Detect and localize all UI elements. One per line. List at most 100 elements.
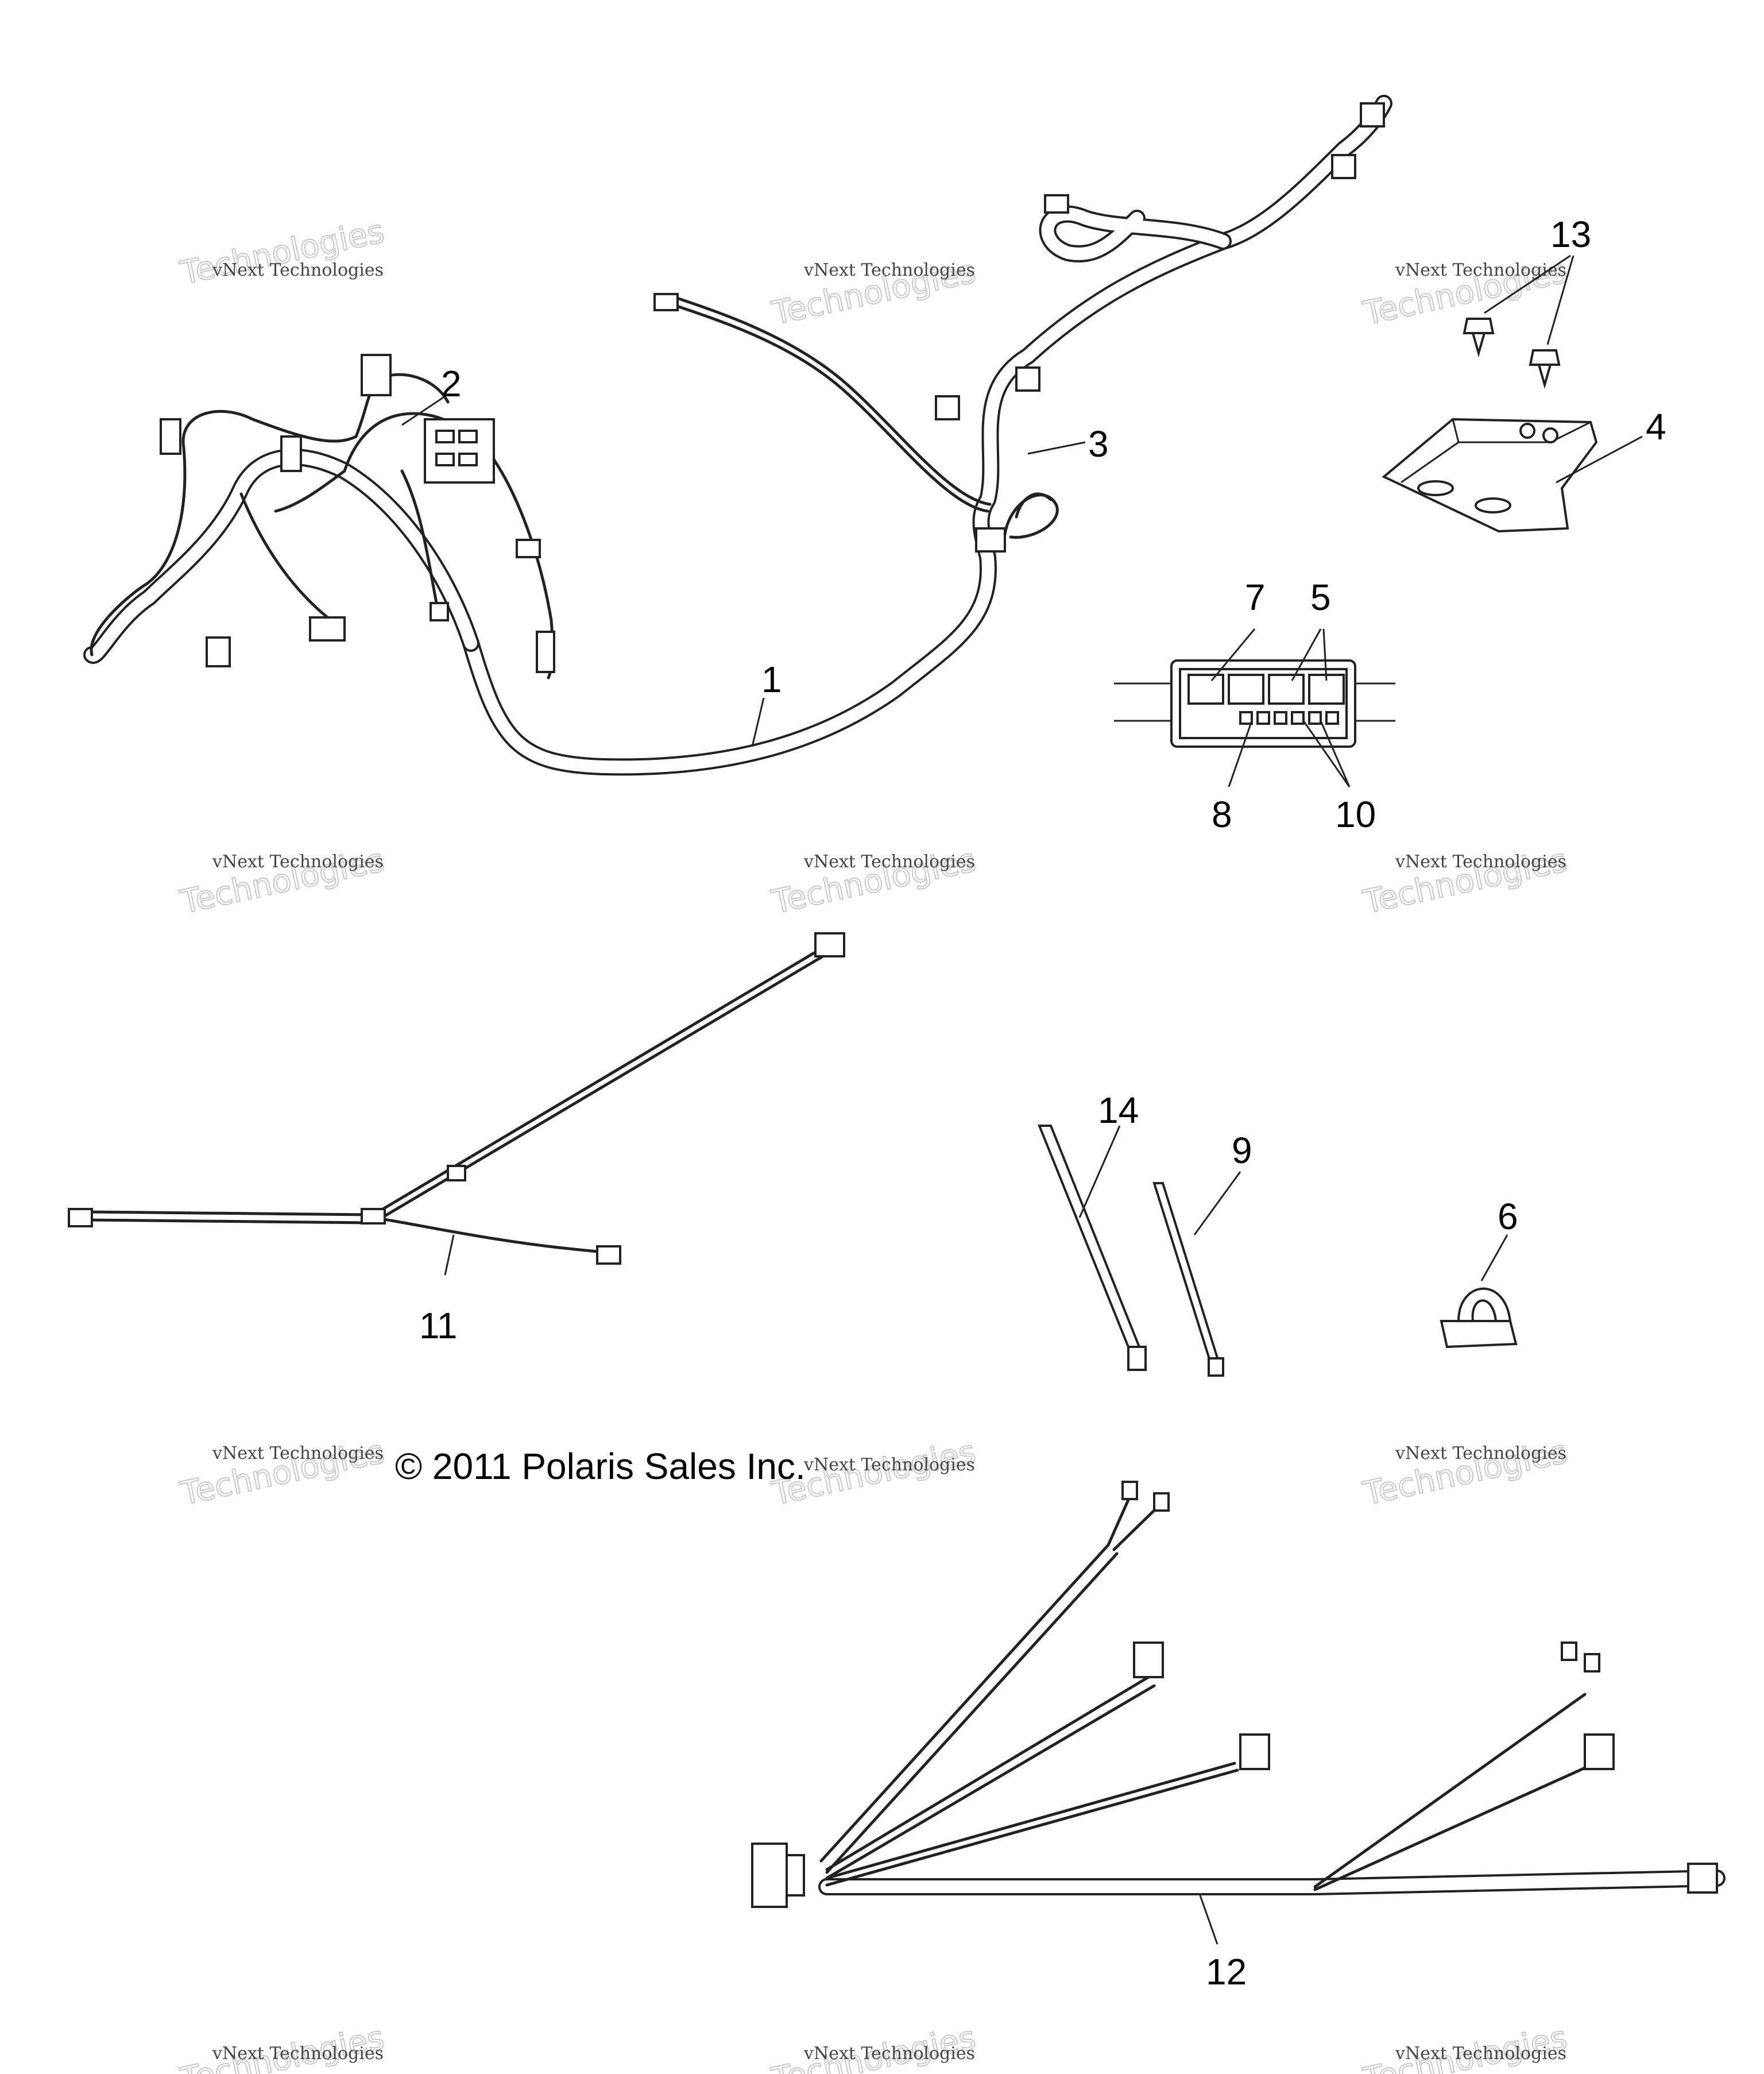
sub-harness-11[interactable]: [68, 932, 845, 1265]
leader-12: [1199, 1895, 1218, 1945]
screw-right[interactable]: [1529, 349, 1561, 389]
watermark-text: vNext Technologies: [212, 260, 384, 280]
harness-connector: [1239, 1733, 1270, 1770]
watermark-text: vNext Technologies: [803, 852, 975, 872]
harness-connector: [361, 354, 392, 396]
watermark-text: vNext Technologies: [803, 260, 975, 280]
leader-13a: [1484, 254, 1571, 314]
fuse-slot: [1325, 711, 1339, 725]
watermark-text: vNext Technologies: [212, 1443, 384, 1463]
harness-connector: [653, 293, 679, 311]
cable-tie-head: [1127, 1346, 1147, 1371]
callout-1: 1: [761, 659, 782, 700]
leader-7: [1210, 628, 1256, 681]
watermark-mid-right: Technologies vNext Technologies: [1359, 841, 1570, 922]
fuse-slot: [1256, 711, 1270, 725]
watermark-low-right: Technologies vNext Technologies: [1359, 1432, 1570, 1513]
bracket-slot: [1417, 480, 1454, 496]
leader-11: [444, 1234, 455, 1276]
watermark-bottom-left: Technologies vNext Technologies: [176, 2018, 388, 2074]
block-slot: [435, 430, 455, 443]
watermark-text: vNext Technologies: [1395, 2044, 1566, 2064]
leader-2: [401, 395, 446, 426]
leader-9: [1193, 1171, 1241, 1235]
cable-tie-long[interactable]: [1038, 1125, 1147, 1371]
watermark-bottom-right: Technologies vNext Technologies: [1359, 2018, 1570, 2074]
watermark-mid-center: Technologies vNext Technologies: [768, 841, 979, 922]
watermark-text: vNext Technologies: [803, 1455, 975, 1475]
callout-labels: 1 2 3 4 5 6 7 8 9 10 11 12 13 14: [419, 214, 1666, 1992]
harness-clip: [447, 1165, 466, 1181]
watermark-low-left: Technologies vNext Technologies: [176, 1432, 388, 1513]
watermark-top-left: Technologies vNext Technologies: [176, 212, 388, 293]
harness-connector: [430, 602, 449, 621]
leader-1: [751, 697, 765, 747]
leader-10a: [1320, 720, 1351, 787]
relay-slot: [1268, 674, 1305, 705]
harness-connector: [1121, 1481, 1138, 1500]
main-wiring-harness[interactable]: [83, 95, 1392, 776]
cable-tie-head: [1208, 1357, 1224, 1377]
callout-11: 11: [419, 1305, 457, 1346]
harness-connector: [1561, 1642, 1577, 1661]
watermark-text: vNext Technologies: [1395, 1443, 1566, 1463]
harness-connector: [1360, 102, 1385, 128]
block-slot: [435, 453, 455, 466]
harness-connector: [1331, 154, 1356, 179]
harness-connector: [596, 1245, 621, 1265]
bracket-slot: [1475, 497, 1511, 513]
harness-connector: [1153, 1492, 1170, 1512]
watermark-outline-text: Technologies: [177, 213, 387, 292]
lower-harness-12[interactable]: [751, 1481, 1726, 1908]
callout-6: 6: [1498, 1196, 1518, 1237]
harness-connector: [1015, 366, 1040, 392]
bracket-hole: [1542, 427, 1558, 443]
main-connector-neck: [786, 1854, 805, 1897]
leader-14: [1078, 1125, 1121, 1218]
leader-5a: [1291, 628, 1322, 681]
screw-left[interactable]: [1463, 318, 1495, 358]
leader-5b: [1322, 628, 1328, 681]
leader-3: [1027, 441, 1086, 455]
fuse-slot: [1308, 711, 1322, 725]
fuse-slot: [1291, 711, 1305, 725]
harness-connector: [935, 395, 960, 420]
harness-clip: [361, 1208, 386, 1225]
watermark-text: vNext Technologies: [212, 2044, 384, 2064]
harness-connector: [1687, 1863, 1718, 1894]
harness-connector: [1044, 194, 1069, 214]
callout-8: 8: [1212, 794, 1232, 835]
block-slot: [458, 430, 478, 443]
leader-6: [1480, 1234, 1508, 1281]
relay-slot: [1228, 674, 1264, 705]
watermark-top-center: Technologies vNext Technologies: [768, 252, 979, 333]
harness-connector: [975, 527, 1006, 553]
leader-lines: [401, 254, 1643, 1945]
leader-10b: [1302, 720, 1351, 787]
callout-9: 9: [1232, 1130, 1252, 1171]
fuse-slot: [1274, 711, 1287, 725]
harness-clip-6[interactable]: [1440, 1287, 1518, 1349]
callout-12: 12: [1206, 1951, 1247, 1992]
copyright-text: © 2011 Polaris Sales Inc.: [395, 1446, 806, 1487]
harness-connector: [160, 418, 181, 455]
callout-5: 5: [1310, 577, 1331, 618]
fuse-slot: [1239, 711, 1253, 725]
relay-slot: [1187, 674, 1224, 705]
harness-connector: [309, 616, 346, 642]
watermark-text: vNext Technologies: [1395, 260, 1566, 280]
harness-connector: [814, 932, 845, 957]
mounting-bracket[interactable]: [1382, 418, 1598, 533]
fuse-relay-box[interactable]: [1114, 659, 1395, 748]
harness-connector: [1584, 1653, 1600, 1673]
callout-14: 14: [1098, 1090, 1139, 1131]
harness-connector: [536, 631, 555, 673]
harness-connector: [1584, 1733, 1615, 1770]
callout-13: 13: [1550, 214, 1591, 255]
harness-connector: [280, 435, 302, 472]
watermark-text: vNext Technologies: [1395, 852, 1566, 872]
leader-13b: [1546, 255, 1575, 345]
cable-tie-short[interactable]: [1152, 1182, 1224, 1377]
harness-connector: [68, 1208, 93, 1227]
